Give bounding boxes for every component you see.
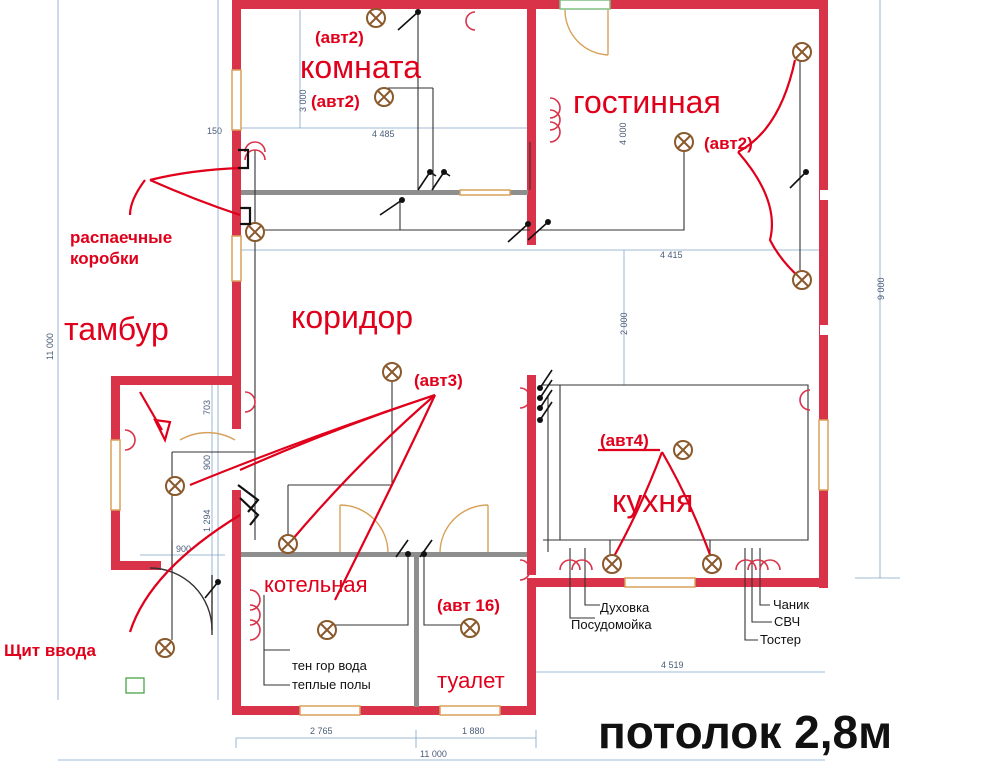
label-dishwasher: Посудомойка xyxy=(571,617,652,632)
dim-9000: 9 000 xyxy=(876,277,886,300)
dim-1294: 1 294 xyxy=(202,509,212,532)
dim-900b: 900 xyxy=(176,544,191,554)
room-tambur: тамбур xyxy=(64,311,169,347)
dim-900: 900 xyxy=(202,455,212,470)
breaker-avt2-living: (авт2) xyxy=(704,134,753,153)
room-kukhnya: кухня xyxy=(612,483,693,519)
breaker-avt4: (авт4) xyxy=(600,431,649,450)
annotation-lines xyxy=(128,59,801,633)
doors xyxy=(149,9,609,635)
dim-4000: 4 000 xyxy=(618,122,628,145)
breaker-avt16: (авт 16) xyxy=(437,596,500,615)
room-tualet: туалет xyxy=(437,668,505,693)
sockets xyxy=(124,11,811,641)
breaker-avt3: (авт3) xyxy=(414,371,463,390)
dim-4415: 4 415 xyxy=(660,250,683,260)
room-gostinnaya: гостинная xyxy=(573,84,721,120)
dim-703: 703 xyxy=(202,400,212,415)
room-komnata: комната xyxy=(300,49,421,85)
label-oven: Духовка xyxy=(600,600,650,615)
label-microwave: СВЧ xyxy=(774,614,800,629)
dimension-labels: 3 000 4 485 150 4 000 4 415 2 000 9 000 … xyxy=(45,89,886,759)
ceiling-lights xyxy=(155,8,812,658)
label-junction-boxes-2: коробки xyxy=(70,249,139,268)
partitions xyxy=(241,190,828,707)
room-kotelnaya: котельная xyxy=(264,572,368,597)
label-kettle: Чаник xyxy=(773,597,809,612)
breaker-avt2-room: (авт2) xyxy=(311,92,360,111)
label-junction-boxes-1: распаечные xyxy=(70,228,172,247)
label-toaster: Тостер xyxy=(760,632,801,647)
dim-2000: 2 000 xyxy=(619,312,629,335)
dim-150: 150 xyxy=(207,126,222,136)
dim-4485: 4 485 xyxy=(372,129,395,139)
label-floor-heating: теплые полы xyxy=(292,677,371,692)
junction-boxes xyxy=(237,148,260,526)
dim-11000-bottom: 11 000 xyxy=(420,749,447,759)
dim-4519: 4 519 xyxy=(661,660,684,670)
windows xyxy=(110,0,829,716)
breaker-avt2-top: (авт2) xyxy=(315,28,364,47)
label-input-panel: Щит ввода xyxy=(4,641,96,660)
dim-11000-left: 11 000 xyxy=(45,333,55,360)
label-ceiling-height: потолок 2,8м xyxy=(598,706,892,758)
marker-square xyxy=(125,677,145,694)
label-water-heater: тен гор вода xyxy=(292,658,368,673)
switches xyxy=(204,9,809,599)
dim-1880: 1 880 xyxy=(462,726,485,736)
dim-3000: 3 000 xyxy=(298,89,308,112)
dim-2765: 2 765 xyxy=(310,726,333,736)
room-koridor: коридор xyxy=(291,299,413,335)
